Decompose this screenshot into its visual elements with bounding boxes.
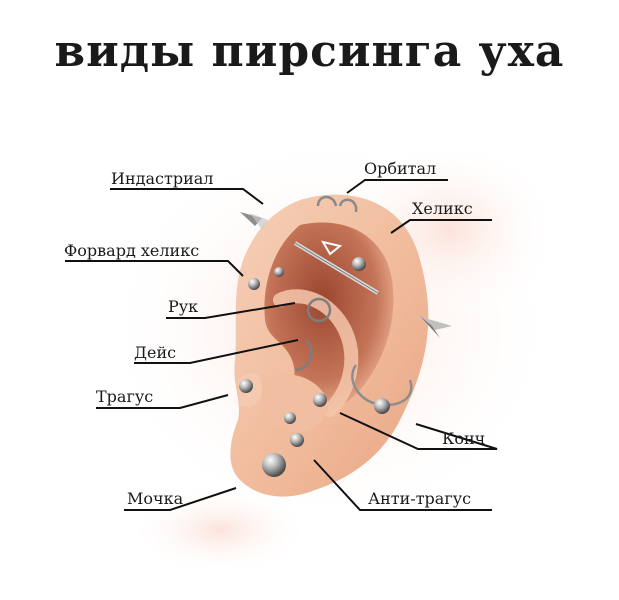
- label-forward-helix: Форвард хеликс: [64, 241, 200, 260]
- rook-ring: [306, 297, 332, 323]
- diagram-title: виды пирсинга уха: [54, 26, 565, 77]
- label-anti-tragus: Анти-трагус: [368, 489, 472, 508]
- label-rook: Рук: [168, 297, 199, 316]
- label-lobe: Мочка: [127, 489, 184, 508]
- label-helix: Хеликс: [412, 199, 473, 218]
- label-daith: Дейс: [134, 343, 177, 362]
- label-orbital: Орбитал: [364, 159, 437, 178]
- label-tragus: Трагус: [96, 387, 154, 406]
- orbital-ring: [316, 195, 358, 213]
- leader-lines: [65, 179, 498, 511]
- daith-ring: [295, 339, 313, 372]
- label-conch: Конч: [442, 429, 486, 448]
- arrow-fletching-icon: [418, 316, 452, 338]
- label-industrial: Индастриал: [111, 169, 214, 188]
- arrow-head-icon: [240, 212, 268, 230]
